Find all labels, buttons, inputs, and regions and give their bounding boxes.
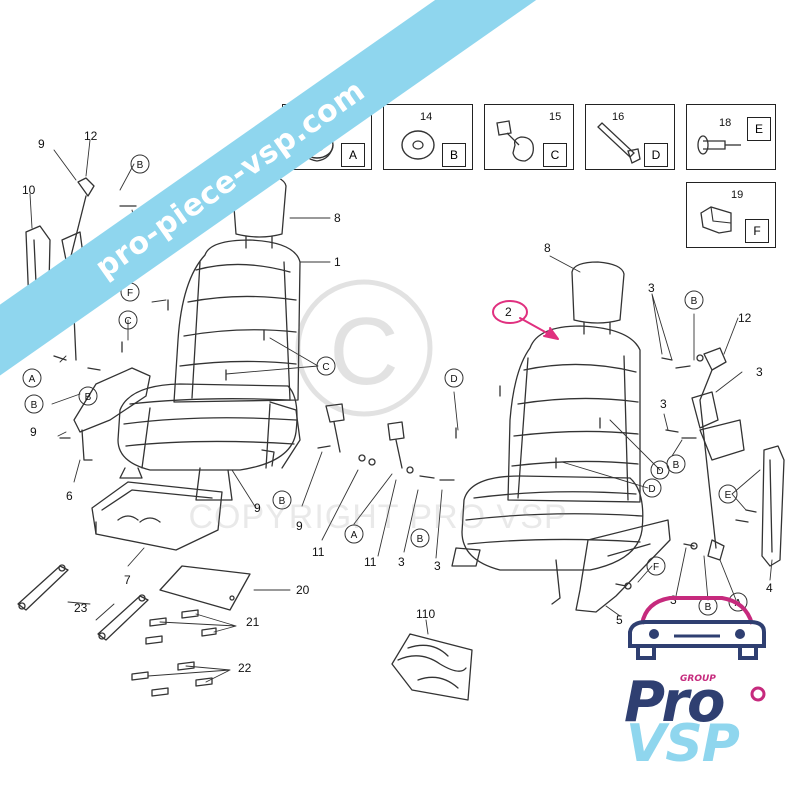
seat-mat-and-labels bbox=[131, 565, 251, 697]
letter-callout-d: D bbox=[450, 374, 457, 385]
callout-10: 10 bbox=[22, 183, 36, 197]
letter-callout-b: B bbox=[279, 496, 286, 507]
copyright-watermark: C COPYRIGHT PRO VSP bbox=[188, 279, 567, 536]
callout-7: 7 bbox=[124, 573, 131, 587]
letter-callout-c: C bbox=[124, 316, 131, 327]
letter-callout-b: B bbox=[85, 392, 92, 403]
highlight-marker bbox=[492, 300, 559, 340]
callout-12: 12 bbox=[738, 311, 752, 325]
gear-icon bbox=[750, 686, 766, 702]
letter-callout-a: A bbox=[351, 530, 358, 541]
right-belt bbox=[691, 347, 785, 567]
callout-6: 6 bbox=[66, 489, 73, 503]
callout-9: 9 bbox=[30, 425, 37, 439]
callout-21: 21 bbox=[246, 615, 260, 629]
car-icon bbox=[628, 596, 766, 660]
letter-callout-b: B bbox=[31, 400, 38, 411]
callout-20: 20 bbox=[296, 583, 310, 597]
legend-item-15: 15 C bbox=[484, 104, 574, 170]
callout-3: 3 bbox=[756, 365, 763, 379]
storage-tray bbox=[91, 481, 223, 551]
callout-3: 3 bbox=[660, 397, 667, 411]
legend-letter: F bbox=[745, 219, 769, 243]
callout-4: 4 bbox=[766, 581, 773, 595]
bolt-icon bbox=[597, 122, 641, 164]
letter-callout-a: A bbox=[29, 374, 36, 385]
callout-9: 9 bbox=[254, 501, 261, 515]
copyright-text: COPYRIGHT PRO VSP bbox=[188, 498, 567, 536]
callout-12: 12 bbox=[84, 129, 98, 143]
letter-callout-f: F bbox=[653, 562, 659, 573]
callout-3: 3 bbox=[398, 555, 405, 569]
callout-22: 22 bbox=[238, 661, 252, 675]
callout-5: 5 bbox=[616, 613, 623, 627]
legend-item-14: 14 B bbox=[383, 104, 473, 170]
legend-number: 16 bbox=[612, 111, 625, 123]
legend-item-16: 16 D bbox=[585, 104, 675, 170]
svg-text:C: C bbox=[329, 298, 398, 405]
logo-vsp-text: VSP bbox=[626, 714, 740, 774]
letter-callout-circles bbox=[22, 154, 748, 616]
callout-11: 11 bbox=[364, 555, 377, 569]
legend-item-19: 19 F bbox=[686, 182, 776, 248]
callout-9: 9 bbox=[296, 519, 303, 533]
letter-callout-e: E bbox=[725, 490, 732, 501]
knob-screw-icon bbox=[496, 120, 534, 162]
wiring-harness bbox=[391, 633, 473, 701]
clip-icon bbox=[700, 206, 732, 234]
letter-callout-c: C bbox=[322, 362, 329, 373]
callout-110: 110 bbox=[416, 607, 435, 621]
callout-8: 8 bbox=[544, 241, 551, 255]
letter-callout-b: B bbox=[691, 296, 698, 307]
legend-number: 18 bbox=[719, 117, 732, 129]
letter-callout-b: B bbox=[417, 534, 424, 545]
legend-letter: C bbox=[543, 143, 567, 167]
letter-callout-b: B bbox=[137, 160, 144, 171]
number-callouts: 1 2 3 3 3 3 3 3 4 5 6 7 8 8 9 9 9 9 9 10… bbox=[22, 129, 773, 675]
letter-callout-b: B bbox=[705, 602, 712, 613]
letter-callout-d: D bbox=[656, 466, 663, 477]
letter-callout-b: B bbox=[673, 460, 680, 471]
legend-number: 14 bbox=[420, 111, 433, 123]
legend-number: 19 bbox=[731, 189, 744, 201]
legend-letter: A bbox=[341, 143, 365, 167]
mounting-brackets bbox=[17, 564, 149, 641]
letter-callout-f: F bbox=[127, 288, 133, 299]
left-seat bbox=[117, 172, 301, 501]
brand-logo: GROUP Pro VSP bbox=[612, 588, 782, 778]
legend-letter: B bbox=[442, 143, 466, 167]
callout-8: 8 bbox=[334, 211, 341, 225]
logo-group-text: GROUP bbox=[680, 674, 716, 684]
fasteners bbox=[53, 205, 757, 590]
right-seat bbox=[451, 261, 671, 613]
legend-letter: D bbox=[644, 143, 668, 167]
callout-11: 11 bbox=[312, 545, 325, 559]
logo-pro-text: Pro bbox=[624, 670, 725, 735]
callout-3: 3 bbox=[648, 281, 655, 295]
callout-23: 23 bbox=[74, 601, 88, 615]
callout-1: 1 bbox=[334, 255, 341, 269]
callout-3: 3 bbox=[434, 559, 441, 573]
legend-number: 15 bbox=[549, 111, 562, 123]
letter-callout-d: D bbox=[648, 484, 655, 495]
legend-letter: E bbox=[747, 117, 771, 141]
washer-flat-icon bbox=[401, 130, 435, 160]
callout-9: 9 bbox=[38, 137, 45, 151]
leader-lines bbox=[29, 139, 773, 683]
callout-2: 2 bbox=[505, 305, 512, 319]
seat-buckles bbox=[325, 403, 405, 469]
rivet-icon bbox=[697, 135, 741, 155]
legend-item-18: 18 E bbox=[686, 104, 776, 170]
letter-callouts: B B B B B B B B A A A C C D D D E E F F bbox=[29, 160, 742, 613]
